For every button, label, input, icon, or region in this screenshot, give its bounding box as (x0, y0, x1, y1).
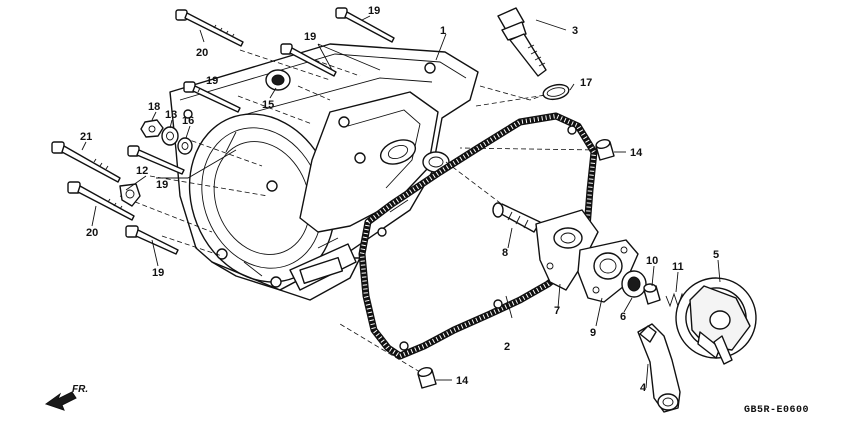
callout-8: 8 (502, 247, 508, 259)
callout-18: 18 (148, 101, 160, 113)
callout-12: 12 (136, 165, 148, 177)
collar-10 (643, 283, 661, 305)
callout-19-bottom: 19 (152, 267, 164, 279)
callout-20-top: 20 (196, 47, 208, 59)
callout-10: 10 (646, 255, 658, 267)
callout-11: 11 (672, 261, 684, 273)
callout-20-lower: 20 (86, 227, 98, 239)
callout-19-left: 19 (206, 75, 218, 87)
bolt-20-lower (67, 181, 135, 221)
kick-arm-4 (637, 323, 681, 413)
bolt-19-middle (127, 145, 185, 175)
o-ring-17 (542, 83, 570, 101)
kick-pedal-5 (675, 277, 757, 365)
dowel-pin-14-upper (595, 139, 615, 161)
callout-19-top: 19 (368, 5, 380, 17)
leader-lines (81, 15, 721, 389)
seal-6 (621, 270, 647, 298)
bolt-19-bottom (125, 225, 179, 255)
callout-1: 1 (440, 25, 446, 37)
callout-17: 17 (580, 77, 592, 89)
plate-7 (535, 209, 599, 291)
front-label: FR. (72, 384, 88, 395)
bolt-21 (51, 141, 121, 183)
oil-seal-15 (265, 69, 291, 91)
callout-16: 16 (182, 115, 194, 127)
callout-7: 7 (554, 305, 560, 317)
bolt-19-upper (280, 43, 337, 77)
callout-21: 21 (80, 131, 92, 143)
nut-18 (140, 119, 164, 138)
front-arrow-icon (44, 391, 77, 411)
callout-13: 13 (165, 109, 177, 121)
callout-6: 6 (620, 311, 626, 323)
callout-9: 9 (590, 327, 596, 339)
callout-3: 3 (572, 25, 578, 37)
callout-4: 4 (640, 382, 647, 394)
bolt-19-top (335, 7, 395, 43)
washer-13 (161, 126, 179, 146)
oil-filler-cap-3 (497, 7, 547, 77)
callout-19-upper: 19 (304, 31, 316, 43)
callout-19-middle: 19 (156, 179, 168, 191)
washer-16 (177, 137, 193, 155)
bolt-20-top (175, 9, 244, 47)
crankcase-cover (169, 43, 479, 301)
callout-labels: 1 2 3 4 5 6 7 8 9 10 11 12 13 14 14 15 1… (80, 5, 719, 394)
diagram-reference-code: GB5R-E0600 (744, 405, 809, 416)
spindle-8 (492, 202, 541, 233)
dowel-pin-14-lower (417, 367, 437, 389)
callout-15: 15 (262, 99, 274, 111)
callout-5: 5 (713, 249, 719, 261)
callout-14-upper: 14 (630, 147, 643, 159)
bolt-19-left (183, 81, 241, 113)
callout-14-lower: 14 (456, 375, 469, 387)
callout-2: 2 (504, 341, 510, 353)
front-direction-indicator: FR. (44, 384, 88, 411)
